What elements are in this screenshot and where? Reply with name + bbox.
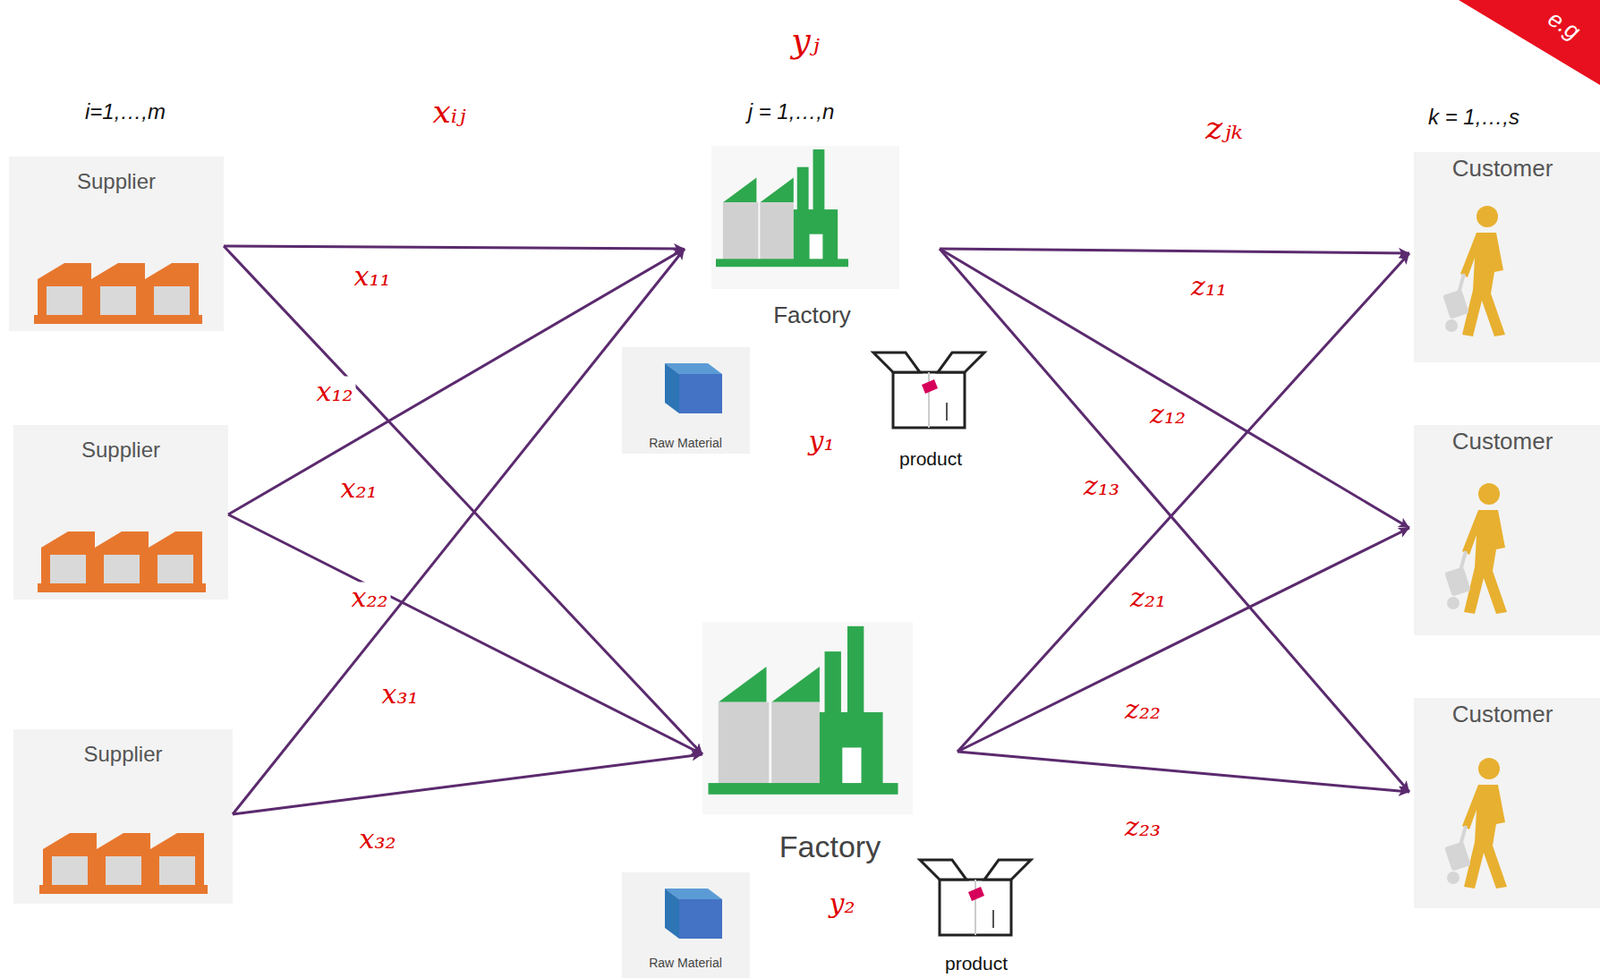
variable-name: zⱼₖ [1205,110,1243,146]
flow-variable: x₁₂ [314,376,357,407]
index-range: k = 1,…,s [1428,105,1520,129]
node-label: Customer [1452,155,1554,183]
flow-arrow [223,246,703,755]
flow-variable: x₁₁ [351,261,394,291]
supplier-node: Supplier [8,156,224,332]
icon-caption: product [899,448,962,469]
flow-arrow [232,248,685,815]
flow-arrow [939,248,1410,528]
node-label: Supplier [81,437,161,463]
flow-arrow [228,248,685,515]
icon-caption: Raw Material [648,956,723,971]
flow-variable: x₃₂ [357,824,400,854]
customer-node: Customer [1409,152,1596,363]
flow-arrow [957,253,1410,752]
node-label: Supplier [83,741,162,767]
flow-arrow [223,246,685,249]
variable-name: y₂ [829,888,856,919]
flow-variable: z₁₃ [1080,470,1123,501]
flow-arrow [939,248,1410,792]
node-label: Factory [779,829,881,865]
flow-variable: z₁₂ [1147,399,1189,429]
variable-name: y₁ [808,425,835,456]
factory-node: Factory [684,147,940,332]
flow-variable: x₃₁ [379,679,422,709]
flow-variable: z₂₁ [1127,582,1169,613]
flow-arrow [957,527,1410,752]
flow-variable: x₂₂ [348,582,392,613]
index-range: j = 1,…,n [748,100,835,124]
flow-arrow [232,754,703,815]
flow-variable: x₂₁ [338,473,381,503]
icon-caption: Raw Material [648,436,723,451]
flow-variable: z₂₃ [1122,811,1164,842]
variable-name: yⱼ [791,22,820,60]
supplier-node: Supplier [13,425,229,600]
flow-arrow [939,248,1410,254]
flow-variable: z₁₁ [1188,271,1230,301]
factory-node: Factory [702,626,958,867]
flow-arrow [228,514,703,755]
node-label: Customer [1452,428,1554,456]
variable-name: xᵢⱼ [432,93,466,130]
index-range: i=1,…,m [85,100,166,124]
customer-node: Customer [1409,697,1596,909]
node-label: Supplier [76,169,156,195]
icon-caption: product [944,953,1008,974]
customer-node: Customer [1409,425,1596,636]
supplier-node: Supplier [13,729,233,904]
node-label: Factory [773,302,852,330]
flow-variable: z₂₂ [1122,694,1164,724]
node-label: Customer [1452,701,1554,729]
flow-arrow [957,751,1410,792]
